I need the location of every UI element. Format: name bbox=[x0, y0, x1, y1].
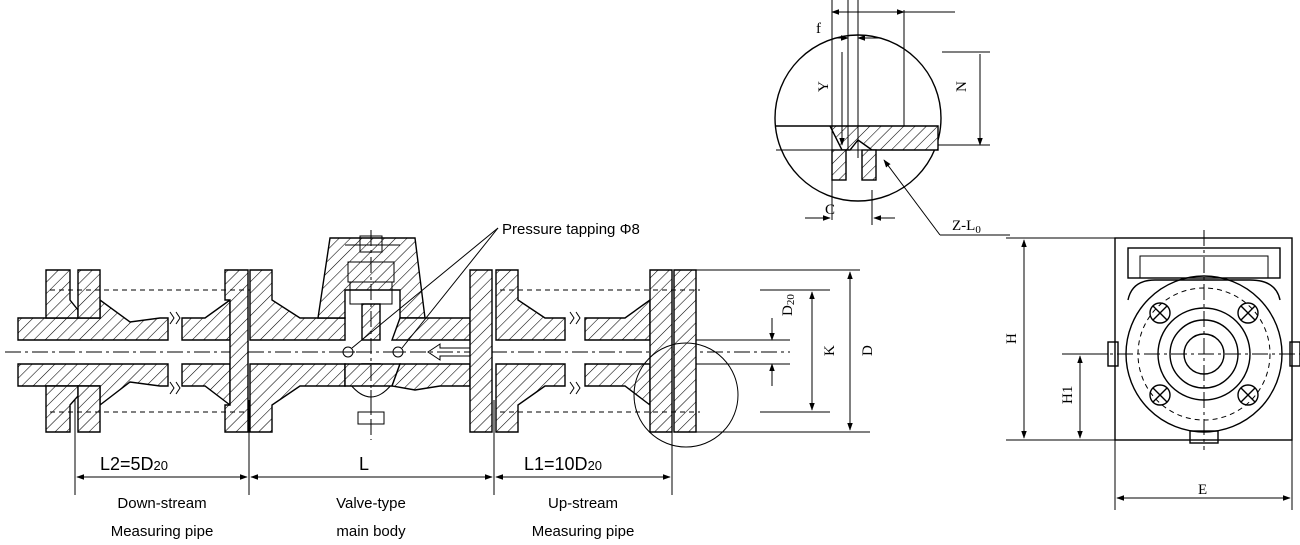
label-body-2: main body bbox=[336, 523, 406, 540]
label-l: L bbox=[359, 454, 369, 474]
dim-h: H bbox=[1004, 333, 1020, 344]
dim-f: f bbox=[816, 21, 821, 37]
label-upstream-2: Measuring pipe bbox=[532, 523, 635, 540]
front-view: H H1 E bbox=[1004, 230, 1300, 510]
label-pressure-tapping: Pressure tapping Φ8 bbox=[502, 221, 640, 238]
dim-d20-sub: 20 bbox=[785, 294, 797, 306]
detail-view: f Y N C Z-L0 bbox=[774, 0, 1010, 236]
label-downstream-2: Measuring pipe bbox=[111, 523, 214, 540]
dim-e: E bbox=[1198, 482, 1207, 498]
length-dimensions: L2=5D20 L L1=10D20 Down-stream Measuring… bbox=[74, 400, 673, 540]
dim-d20: D bbox=[780, 305, 796, 316]
detail-circle bbox=[633, 342, 739, 448]
downstream-pipe bbox=[17, 269, 260, 433]
label-l1-sub: 20 bbox=[588, 458, 602, 473]
dim-h1: H1 bbox=[1060, 386, 1076, 404]
dim-z: Z-L bbox=[952, 218, 975, 234]
svg-text:L1=10D20: L1=10D20 bbox=[524, 454, 602, 474]
dim-c: C bbox=[825, 202, 835, 218]
side-section-view: D20 K D L2=5D20 L L1=10D20 Down-stream M… bbox=[5, 221, 876, 540]
dim-k: K bbox=[822, 345, 838, 356]
upstream-pipe bbox=[495, 269, 760, 448]
svg-text:L2=5D20: L2=5D20 bbox=[100, 454, 168, 474]
label-l1: L1=10D bbox=[524, 454, 588, 474]
svg-text:Z-L0: Z-L0 bbox=[952, 218, 981, 236]
dim-z-sub: 0 bbox=[975, 224, 981, 236]
svg-text:D20: D20 bbox=[780, 294, 797, 316]
valve-main-body bbox=[249, 230, 493, 440]
label-downstream-1: Down-stream bbox=[117, 495, 206, 512]
label-l2: L2=5D bbox=[100, 454, 154, 474]
dim-n: N bbox=[954, 81, 970, 92]
label-body-1: Valve-type bbox=[336, 495, 406, 512]
label-l2-sub: 20 bbox=[154, 458, 168, 473]
label-upstream-1: Up-stream bbox=[548, 495, 618, 512]
dim-y: Y bbox=[816, 81, 832, 92]
pressure-tapping-callout: Pressure tapping Φ8 bbox=[351, 221, 640, 349]
dim-d: D bbox=[860, 345, 876, 356]
flange-dimensions: D20 K D bbox=[696, 269, 876, 433]
